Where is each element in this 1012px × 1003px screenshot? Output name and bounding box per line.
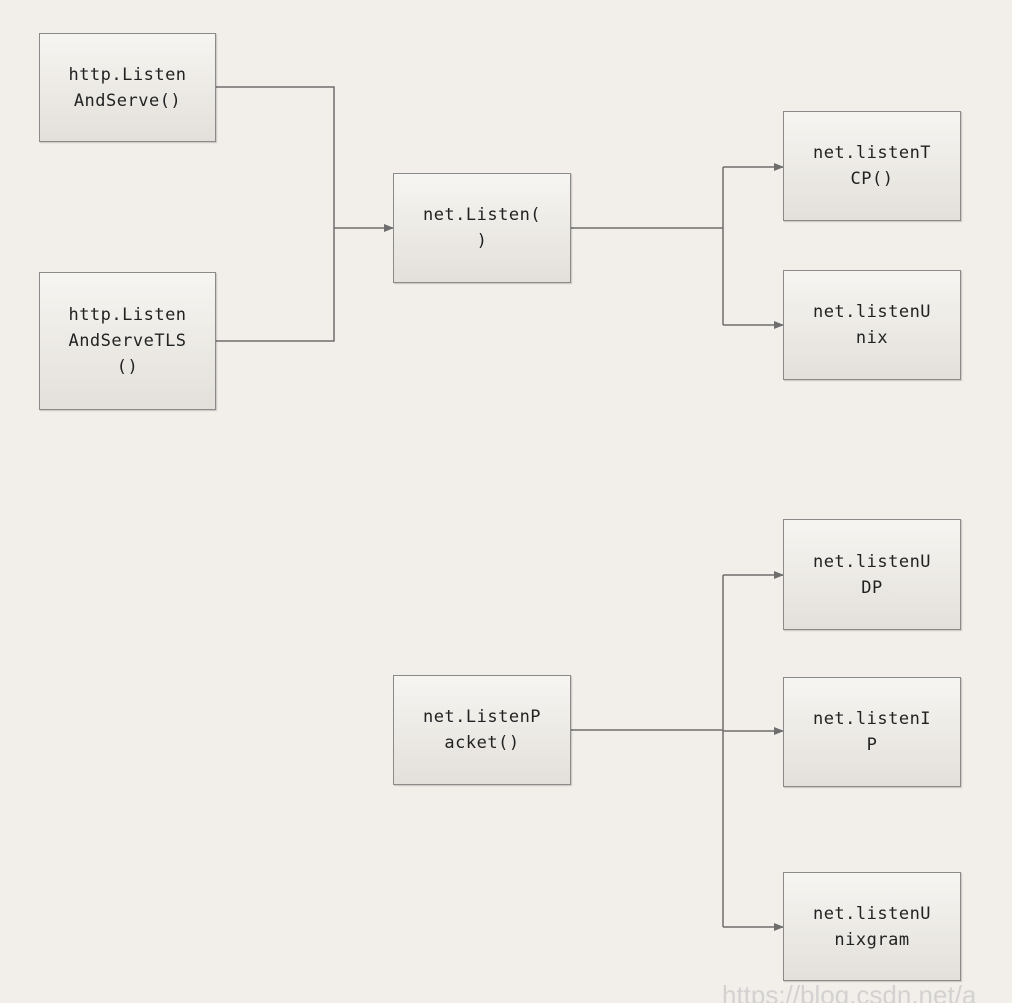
node-http-listenandservetls[interactable]: http.Listen AndServeTLS () [39,272,216,410]
watermark: https://blog.csdn.net/a [722,980,977,1003]
node-net-listenudp[interactable]: net.listenU DP [783,519,961,630]
node-http-listenandserve[interactable]: http.Listen AndServe() [39,33,216,142]
node-net-listenunix[interactable]: net.listenU nix [783,270,961,380]
node-net-listen[interactable]: net.Listen( ) [393,173,571,283]
connector-listenandserve [216,86,335,228]
node-label: net.listenT CP() [812,143,932,189]
connector-listenandservetls [216,228,335,342]
node-label: net.Listen( ) [422,205,542,251]
node-net-listenip[interactable]: net.listenI P [783,677,961,787]
node-net-listenunixgram[interactable]: net.listenU nixgram [783,872,961,981]
node-label: http.Listen AndServe() [68,64,187,111]
node-label: http.Listen AndServeTLS () [68,305,187,377]
node-net-listenpacket[interactable]: net.ListenP acket() [393,675,571,785]
node-label: net.listenU nixgram [812,903,932,950]
node-label: net.listenI P [812,709,932,755]
node-label: net.listenU nix [812,302,932,348]
node-net-listentcp[interactable]: net.listenT CP() [783,111,961,221]
node-label: net.listenU DP [812,551,932,598]
node-label: net.ListenP acket() [422,707,542,753]
